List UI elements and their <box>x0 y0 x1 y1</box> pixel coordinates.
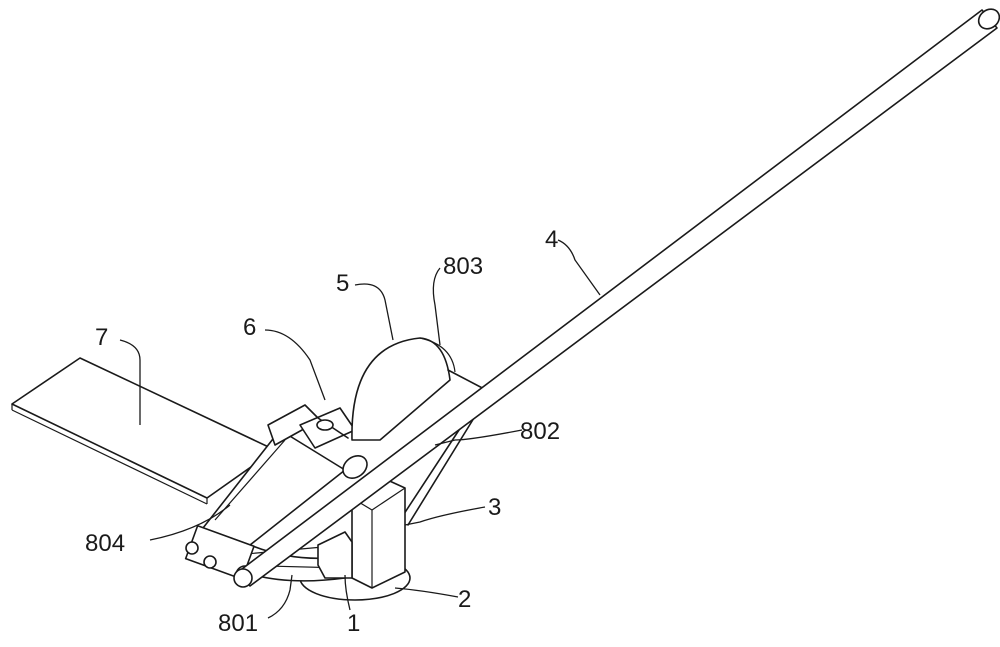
label-803: 803 <box>443 253 484 280</box>
post-1 <box>317 531 353 579</box>
long-tube-4 <box>233 8 1000 588</box>
label-6: 6 <box>243 314 257 341</box>
label-5: 5 <box>336 270 350 297</box>
label-4: 4 <box>545 226 559 253</box>
label-802: 802 <box>520 418 561 445</box>
leader-lines <box>119 239 601 619</box>
flat-plate-7 <box>11 357 276 505</box>
label-1: 1 <box>347 610 361 637</box>
label-3: 3 <box>488 494 502 521</box>
disc-5 <box>351 337 456 441</box>
label-2: 2 <box>458 586 472 613</box>
label-804: 804 <box>85 530 126 557</box>
block-3 <box>351 477 406 589</box>
label-801: 801 <box>218 610 259 637</box>
label-7: 7 <box>95 324 109 351</box>
